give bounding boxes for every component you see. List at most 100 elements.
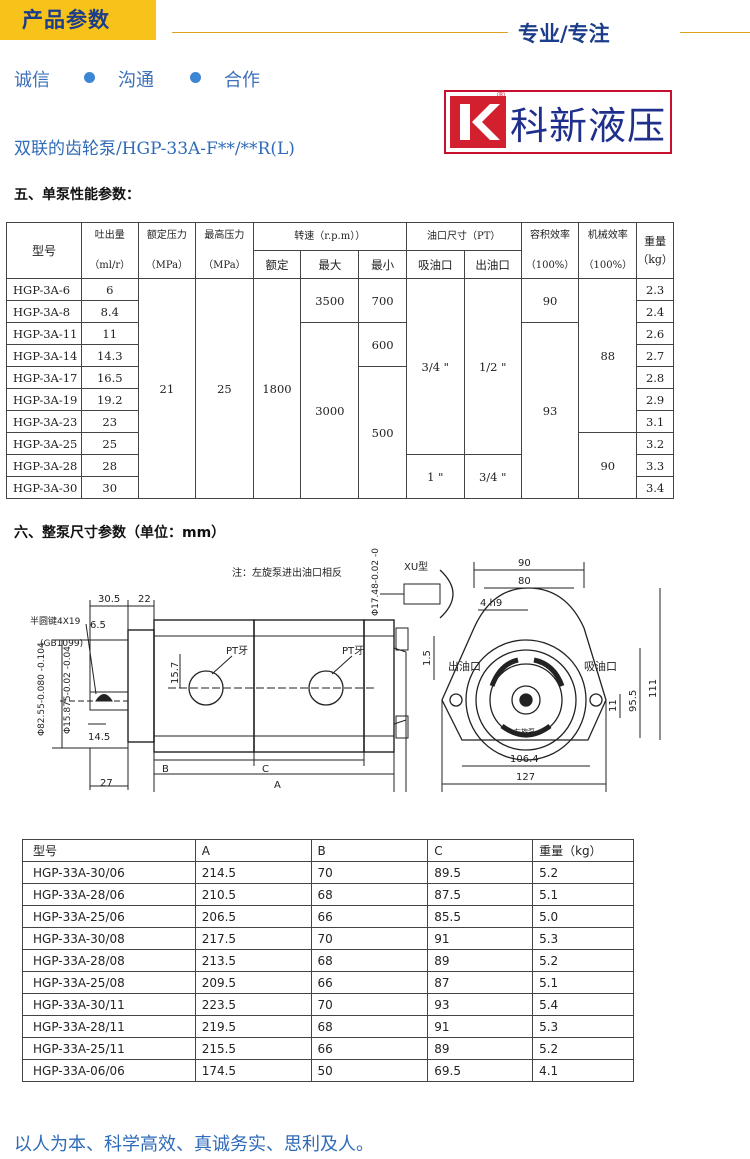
label-phi17: Φ17.48-0.02 -0.04 [371, 548, 381, 616]
table-header-row: 型号 A B C 重量（kg） [22, 839, 634, 862]
dim-127: 127 [516, 772, 535, 783]
cell-rated-pressure: 21 [137, 278, 197, 499]
header-line-right [680, 32, 750, 33]
dim-14-5: 14.5 [88, 732, 110, 743]
label-pt-2: PT牙 [342, 645, 364, 657]
th-weight: 重量（kg） [636, 222, 674, 279]
cell-port-out-a: 1/2 " [463, 278, 522, 455]
th-c: C [427, 839, 534, 862]
th-a: A [194, 839, 312, 862]
th-b: B [310, 839, 429, 862]
table-row: HGP-3A-17 16.5 500 2.8 [6, 366, 674, 499]
pump-drawing: 注：左旋泵进出油口相反 XU型 Φ17.48-0.02 -0.04 30.5 2… [30, 548, 661, 792]
cell-speed-min-b: 600 [358, 322, 407, 367]
cell-max-pressure: 25 [195, 278, 254, 499]
logo-k-mark-icon [450, 96, 506, 148]
dim-27: 27 [100, 778, 113, 789]
dim-4h9: 4 h9 [480, 598, 502, 609]
label-inlet: 吸油口 [584, 659, 617, 673]
dim-30-5: 30.5 [98, 594, 120, 605]
cell-port-in-a: 3/4 " [405, 278, 465, 455]
label-xu: XU型 [404, 560, 428, 573]
th-port-size: 油口尺寸（PT） [405, 222, 522, 251]
table-row: HGP-3A-6 6 21 25 1800 3500 700 3/4 " 1/2… [6, 278, 674, 499]
label-pt-1: PT牙 [226, 645, 248, 657]
table-row: HGP-3A-19 19.2 2.9 [6, 388, 674, 411]
dim-11: 11 [608, 699, 619, 712]
th-speed-max: 最大 [300, 250, 360, 279]
section-heading-performance: 五、单泵性能参数： [14, 187, 140, 203]
header-line-left [172, 32, 508, 33]
label-phi15: Φ15.875-0.02 -0.04 [63, 646, 73, 734]
dim-106-4: 106.4 [510, 754, 539, 765]
table-row: HGP-3A-28 28 1 " 3/4 " 3.3 [6, 454, 674, 499]
bullet-dot [190, 72, 201, 83]
th-model: 型号 [6, 222, 82, 279]
th-port-out: 出油口 [463, 250, 522, 279]
footer-motto: 以人为本、科学高效、真诚务实、思利及人。 [14, 1134, 374, 1155]
label-gb: (GB1099) [40, 639, 83, 649]
dim-22: 22 [138, 594, 151, 605]
label-c: C [262, 764, 269, 775]
dim-95-5: 95.5 [628, 690, 639, 712]
cell-port-in-b: 1 " [405, 454, 465, 499]
th-speed-min: 最小 [358, 250, 407, 279]
registered-mark: ® [496, 90, 506, 101]
th-displacement: 吐出量（ml/r） [80, 222, 139, 279]
table-row: HGP-3A-30 30 3.4 [6, 476, 674, 499]
motto-2: 沟通 [118, 70, 154, 91]
bullet-dot [84, 72, 95, 83]
motto-1: 诚信 [14, 70, 50, 91]
dim-15-7: 15.7 [170, 662, 181, 684]
end-view [433, 562, 661, 792]
th-rated-pressure: 额定压力（MPa） [137, 222, 197, 279]
cell-vol-eff-a: 90 [520, 278, 580, 323]
th-speed-rated: 额定 [252, 250, 302, 279]
drawing-note: 注：左旋泵进出油口相反 [232, 566, 342, 579]
table-row: HGP-3A-11 11 3000 600 93 2.6 [6, 322, 674, 499]
table-row: HGP-3A-25 25 90 3.2 [6, 432, 674, 499]
section-heading-dimensions: 六、整泵尺寸参数（单位：mm） [14, 525, 226, 541]
th-speed: 转速（r.p.m）） [252, 222, 407, 251]
th-mechanical-eff: 机械效率（100%） [578, 222, 638, 279]
performance-table: 型号 吐出量（ml/r） 额定压力（MPa） 最高压力（MPa） 转速（r.p.… [6, 222, 674, 499]
cell-mech-eff-a: 88 [578, 278, 638, 433]
product-subtitle: 双联的齿轮泵/HGP-33A-F**/**R(L) [14, 139, 295, 159]
label-phi82: Φ82.55-0.080 -0.104 [37, 642, 47, 736]
table-row: HGP-3A-14 14.3 2.7 [6, 344, 674, 367]
dim-6-5: 6.5 [90, 620, 106, 631]
logo-text: 科新液压 [510, 104, 667, 148]
cell-mech-eff-b: 90 [578, 432, 638, 499]
label-outlet: 出油口 [448, 659, 481, 673]
table-row: HGP-3A-23 23 3.1 [6, 410, 674, 433]
slogan: 专业/专注 [518, 22, 610, 46]
dim-90: 90 [518, 558, 531, 569]
th-model: 型号 [22, 839, 196, 862]
label-b: B [162, 764, 169, 775]
side-view [52, 569, 454, 792]
table-row: HGP-3A-8 8.4 2.4 [6, 300, 674, 323]
th-port-in: 吸油口 [405, 250, 465, 279]
dim-80: 80 [518, 576, 531, 587]
cell-speed-max-a: 3500 [300, 278, 360, 323]
label-a: A [274, 780, 281, 791]
section-tag: 产品参数 [0, 0, 156, 40]
label-key: 半圆键4X19 [30, 615, 81, 627]
cell-speed-rated: 1800 [252, 278, 302, 499]
cell-speed-min-a: 700 [358, 278, 407, 323]
cell-port-out-b: 3/4 " [463, 454, 522, 499]
cell-speed-min-c: 500 [358, 366, 407, 499]
label-stamp: 左旋泵 [514, 727, 535, 736]
th-max-pressure: 最高压力（MPa） [195, 222, 254, 279]
